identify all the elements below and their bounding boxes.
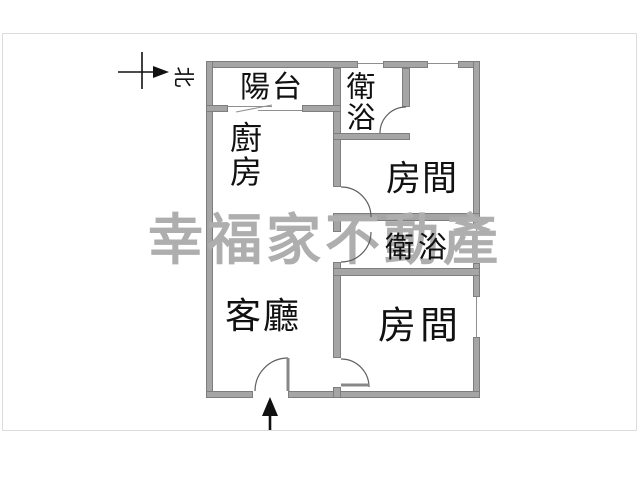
- wall-right-segment-2: [473, 263, 480, 297]
- door-arc-bedroom-top: [340, 186, 372, 218]
- wall-bottom-segment-2: [288, 391, 480, 398]
- room-label-living-room: 客廳: [224, 296, 302, 336]
- wall-balcony-segment-1: [206, 105, 228, 112]
- wall-bathroom-mid-bottom: [333, 268, 480, 276]
- window-top-2: [428, 63, 458, 64]
- door-arc-bathroom-mid: [340, 231, 372, 263]
- agency-watermark: 幸福家不動產: [148, 210, 503, 271]
- wall-spine-segment-1: [333, 68, 341, 187]
- plan-border: [2, 33, 637, 431]
- wall-bottom-segment-1: [206, 391, 253, 398]
- window-top-1: [358, 63, 383, 64]
- wall-bathroom-top-bottom: [333, 133, 410, 140]
- sliding-door-line-1: [228, 106, 272, 107]
- window-right-2: [476, 297, 477, 337]
- room-label-bedroom-top: 房間: [385, 159, 459, 199]
- north-label: 北: [171, 66, 196, 88]
- room-label-kitchen: 廚房: [226, 121, 262, 189]
- sliding-door-diagonal: [235, 104, 273, 113]
- wall-top-segment-2: [383, 61, 428, 68]
- wall-spine-segment-3: [333, 262, 341, 358]
- door-arc-bathroom-top: [379, 106, 407, 134]
- entrance-arrow-head-icon: [262, 397, 278, 416]
- room-label-bathroom-mid: 衛浴: [384, 232, 452, 264]
- north-arrow-head-icon: [153, 66, 169, 78]
- room-label-bathroom-top: 衛浴: [342, 71, 374, 133]
- wall-divider-mid: [333, 213, 480, 221]
- window-right-1: [476, 225, 477, 263]
- sliding-door-line-2: [258, 110, 302, 111]
- wall-right-segment-1: [473, 61, 480, 225]
- wall-spine-segment-4: [333, 387, 341, 398]
- wall-balcony-segment-2: [302, 105, 341, 112]
- door-arc-bedroom-bottom: [340, 358, 370, 388]
- door-arc-entrance: [254, 357, 289, 392]
- room-label-balcony: 陽台: [240, 71, 304, 104]
- room-label-bedroom-bottom: 房間: [377, 305, 463, 348]
